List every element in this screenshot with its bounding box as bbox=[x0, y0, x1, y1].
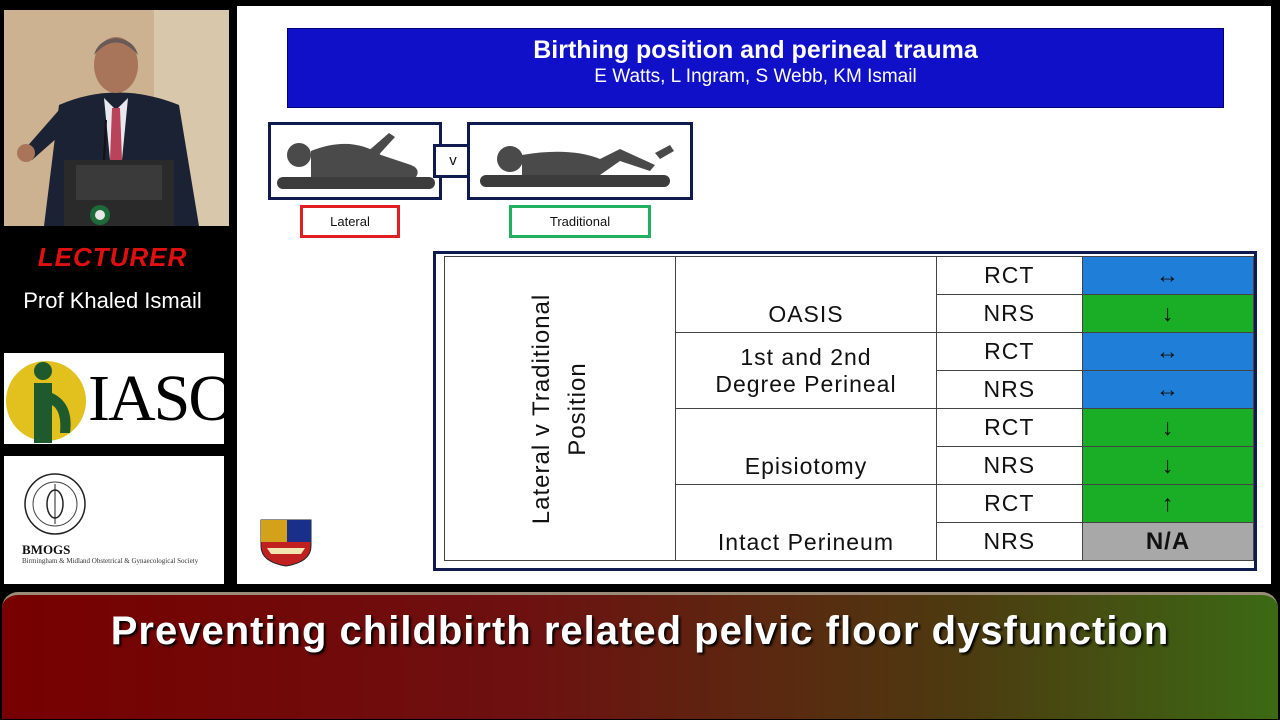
slide-title: Birthing position and perineal trauma bbox=[533, 36, 978, 64]
result-cell: ↓ bbox=[1082, 294, 1254, 333]
outcome-perineal-line1: 1st and 2nd bbox=[740, 343, 872, 370]
slide-title-box: Birthing position and perineal trauma E … bbox=[287, 28, 1224, 108]
study-type-cell: RCT bbox=[935, 256, 1084, 295]
result-cell: ↓ bbox=[1082, 446, 1254, 485]
study-type-cell: RCT bbox=[935, 484, 1084, 523]
outcome-perineal: 1st and 2nd Degree Perineal bbox=[675, 332, 937, 409]
iaso-logo: IASO bbox=[4, 353, 224, 444]
result-cell: ↔ bbox=[1082, 256, 1254, 295]
slide-authors: E Watts, L Ingram, S Webb, KM Ismail bbox=[594, 66, 917, 87]
study-type-cell: RCT bbox=[935, 408, 1084, 447]
result-cell: N/A bbox=[1082, 522, 1254, 561]
lateral-figure-icon bbox=[277, 133, 435, 189]
outcome-oasis: OASIS bbox=[675, 256, 937, 333]
row-header-line2: Position bbox=[564, 361, 592, 456]
versus-label: v bbox=[433, 144, 473, 178]
row-header-line1: Lateral v Traditional bbox=[528, 293, 556, 524]
lecturer-figure bbox=[4, 10, 229, 226]
lecturer-name: Prof Khaled Ismail bbox=[23, 288, 202, 313]
traditional-position-image bbox=[467, 122, 693, 200]
result-cell: ↔ bbox=[1082, 332, 1254, 371]
traditional-label: Traditional bbox=[509, 205, 651, 238]
study-type-cell: NRS bbox=[935, 294, 1084, 333]
lecturer-label: LECTURER bbox=[37, 242, 188, 272]
traditional-figure-icon bbox=[480, 145, 674, 187]
row-header-cell: Lateral v Traditional Position bbox=[443, 256, 677, 561]
outcome-intact-perineum: Intact Perineum bbox=[675, 484, 937, 561]
results-table: Lateral v Traditional Position OASIS RCT… bbox=[443, 256, 1254, 561]
bottom-banner: Preventing childbirth related pelvic flo… bbox=[2, 592, 1278, 719]
study-type-cell: RCT bbox=[935, 332, 1084, 371]
results-table-frame: Lateral v Traditional Position OASIS RCT… bbox=[433, 251, 1257, 571]
study-type-cell: NRS bbox=[935, 522, 1084, 561]
lateral-label: Lateral bbox=[300, 205, 400, 238]
result-cell: ↓ bbox=[1082, 408, 1254, 447]
university-crest-icon bbox=[260, 519, 312, 567]
bmogs-title: BMOGS bbox=[22, 542, 71, 557]
study-type-cell: NRS bbox=[935, 446, 1084, 485]
bmogs-seal-icon bbox=[24, 473, 86, 535]
iaso-logo-text: IASO bbox=[88, 362, 224, 435]
iaso-emblem-icon bbox=[6, 361, 86, 443]
result-cell: ↔ bbox=[1082, 370, 1254, 409]
study-type-cell: NRS bbox=[935, 370, 1084, 409]
lecturer-video bbox=[4, 10, 229, 226]
bmogs-subtitle: Birmingham & Midland Obstetrical & Gynae… bbox=[22, 557, 199, 565]
outcome-episiotomy: Episiotomy bbox=[675, 408, 937, 485]
row-header-text: Lateral v Traditional Position bbox=[524, 293, 596, 523]
bmogs-logo: BMOGS Birmingham & Midland Obstetrical &… bbox=[4, 456, 224, 584]
outcome-perineal-line2: Degree Perineal bbox=[715, 370, 897, 397]
result-cell: ↑ bbox=[1082, 484, 1254, 523]
presentation-slide: Birthing position and perineal trauma E … bbox=[237, 6, 1271, 584]
lateral-position-image bbox=[268, 122, 442, 200]
banner-title: Preventing childbirth related pelvic flo… bbox=[110, 609, 1170, 653]
